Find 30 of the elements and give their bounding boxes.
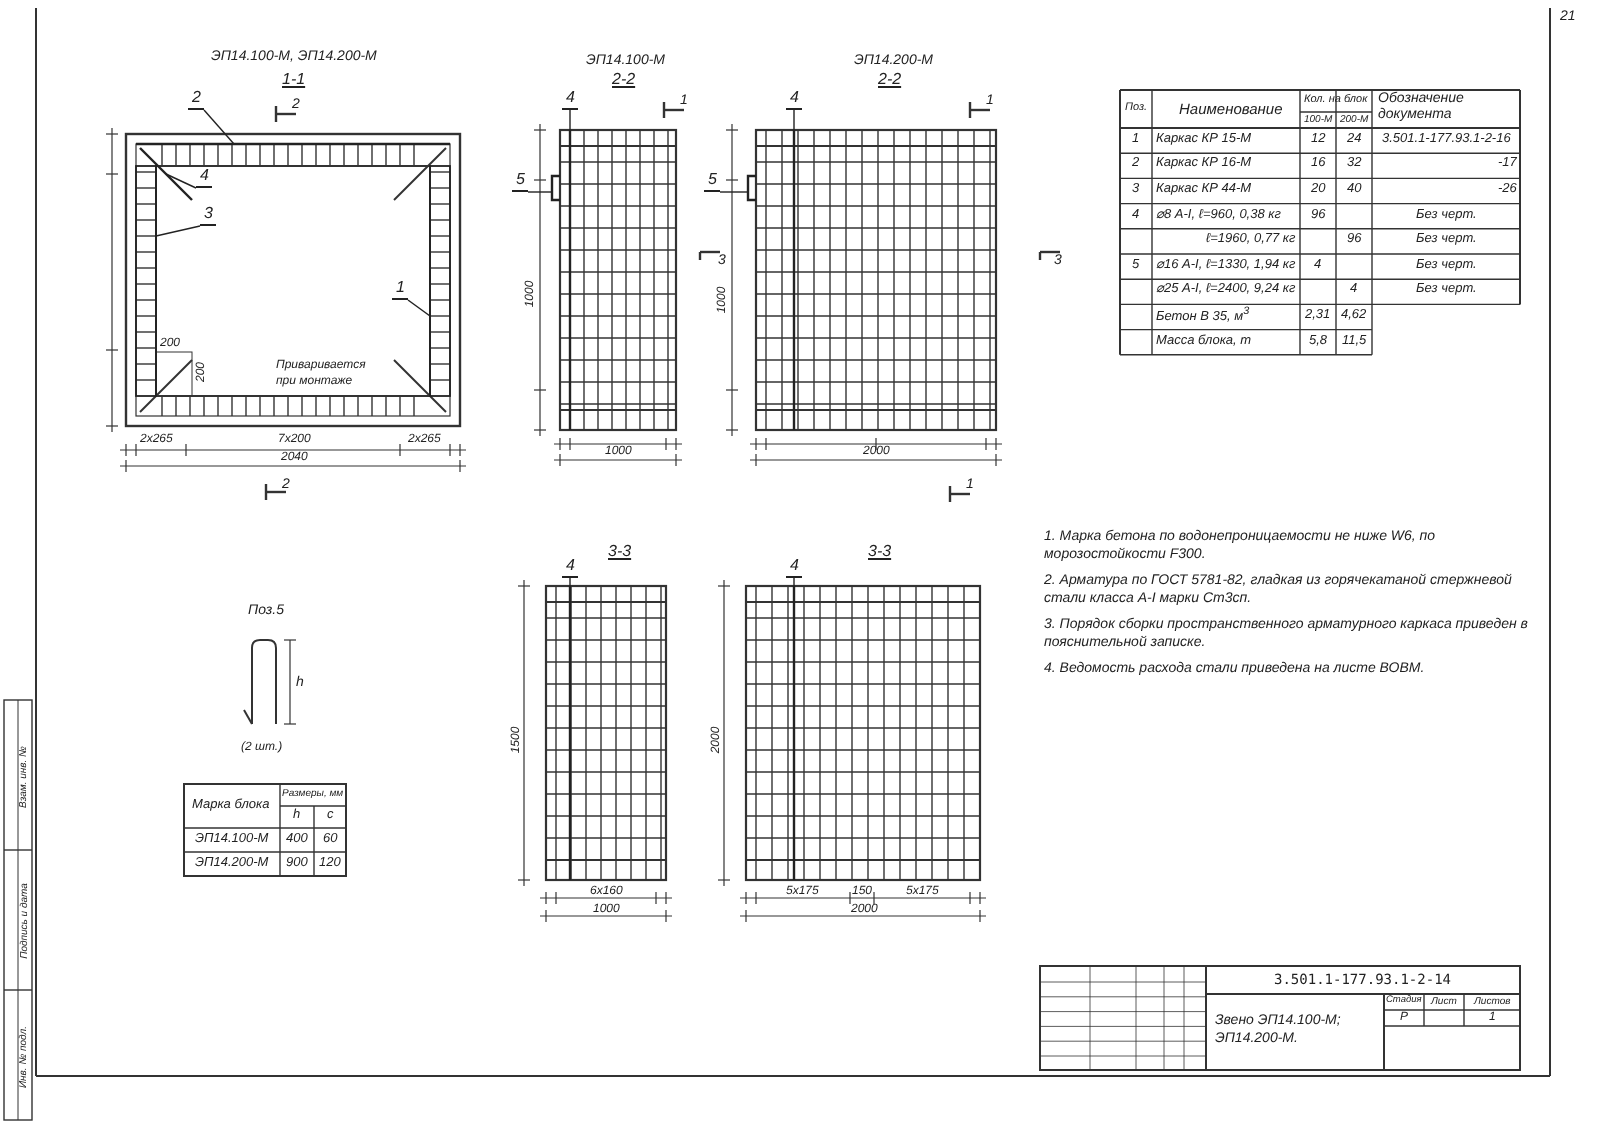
section-title: 3-3 (868, 544, 892, 560)
callout-number: 1 (392, 280, 409, 300)
leader-line (407, 299, 431, 317)
section-title: 1-1 (282, 72, 306, 88)
leader-line (203, 109, 235, 145)
callout-number: 5 (704, 172, 721, 192)
callout-number: 2 (188, 90, 205, 110)
section-title: 2-2 (612, 72, 636, 88)
callout-number: 4 (196, 168, 213, 188)
leader-line (719, 191, 749, 193)
leader-line (793, 109, 795, 131)
leader-line (165, 173, 197, 189)
stirrup-band (429, 165, 451, 397)
leader-line (569, 109, 571, 131)
leader-line (793, 577, 795, 587)
section-title: 2-2 (878, 72, 902, 88)
section-title: 3-3 (608, 544, 632, 560)
callout-number: 4 (562, 558, 579, 578)
leader-line (569, 577, 571, 587)
rebar (139, 147, 193, 201)
bent-bar (550, 174, 560, 202)
callout-number: 5 (512, 172, 529, 192)
leader-line (527, 191, 553, 193)
callout-number: 4 (562, 90, 579, 110)
stirrup-band (135, 165, 157, 397)
leader-line (155, 225, 201, 237)
callout-number: 4 (786, 90, 803, 110)
callout-number: 3 (200, 206, 217, 226)
bent-bar (746, 174, 756, 202)
callout-number: 4 (786, 558, 803, 578)
